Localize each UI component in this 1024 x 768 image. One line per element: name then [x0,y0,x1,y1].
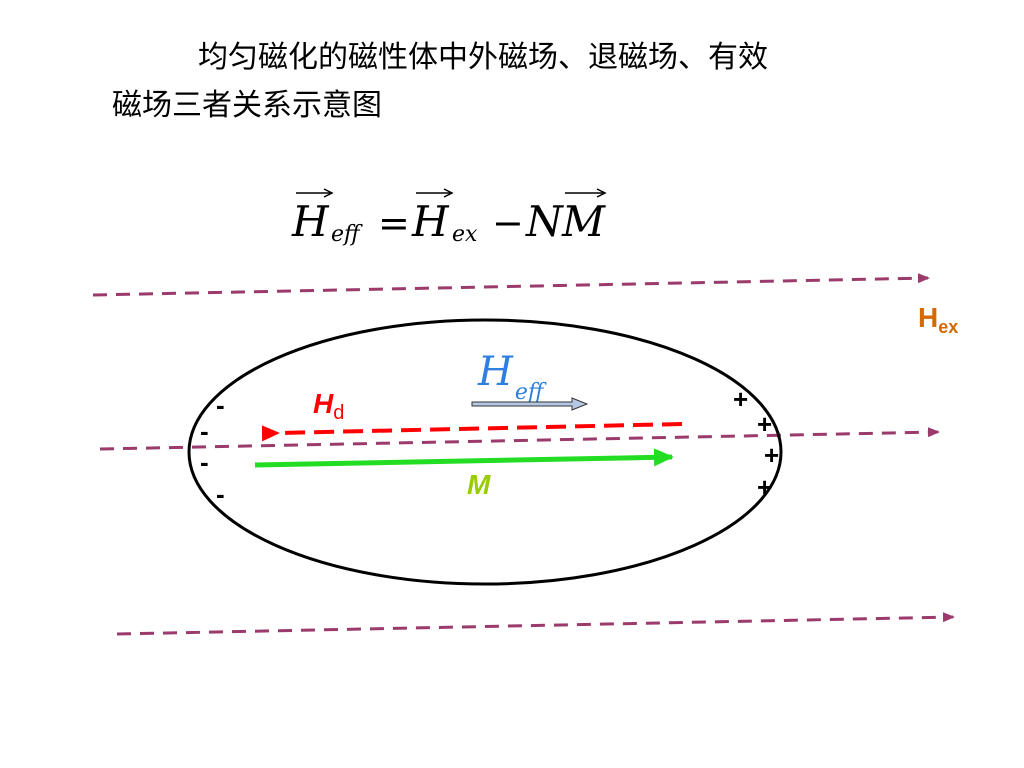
hd-label-main: H [313,388,334,419]
magnetic-body-ellipse [187,318,783,586]
demagnetizing-field-arrow [261,422,683,442]
formula-ex-sub: ex [452,222,478,247]
external-field-line-top [92,273,930,297]
page-title: 均匀磁化的磁性体中外磁场、退磁场、有效 磁场三者关系示意图 [112,34,872,130]
minus-charge-4: - [216,479,225,509]
hd-label: Hd [313,388,344,424]
formula-n: N [525,197,564,246]
hex-label-main: H [918,302,938,333]
formula-eff-sub: eff [331,222,363,247]
formula-minus: − [492,201,524,245]
effective-field-arrow [471,397,589,411]
minus-charge-1: - [216,390,225,420]
heff-label-main: H [477,349,514,395]
magnetization-arrow [254,448,674,468]
vector-arrow-hex-head [443,188,454,198]
m-label: M [467,469,491,500]
formula-m: M [561,197,606,246]
minus-charge-3: - [200,447,209,477]
heff-label: Heff [477,349,547,405]
formula: H eff = H ex − N M [291,188,607,247]
vector-arrow-heff-head [323,188,334,198]
minus-charge-2: - [200,416,209,446]
plus-charge-1: + [733,384,748,414]
plus-charge-2: + [757,409,772,439]
formula-h-ex: H [411,197,450,246]
formula-equals: = [378,201,410,245]
plus-charge-4: + [757,472,772,502]
external-field-line-bottom [116,612,955,636]
title-line-2: 磁场三者关系示意图 [112,88,382,123]
title-line-1: 均匀磁化的磁性体中外磁场、退磁场、有效 [198,40,768,75]
hd-label-sub: d [333,402,344,424]
external-field-line-middle [99,427,940,451]
vector-arrow-m-head [596,188,607,198]
heff-label-sub: eff [515,380,547,405]
plus-charge-3: + [764,440,779,470]
hex-label: Hex [918,302,958,337]
formula-h-eff: H [291,197,330,246]
hex-label-sub: ex [938,317,958,337]
